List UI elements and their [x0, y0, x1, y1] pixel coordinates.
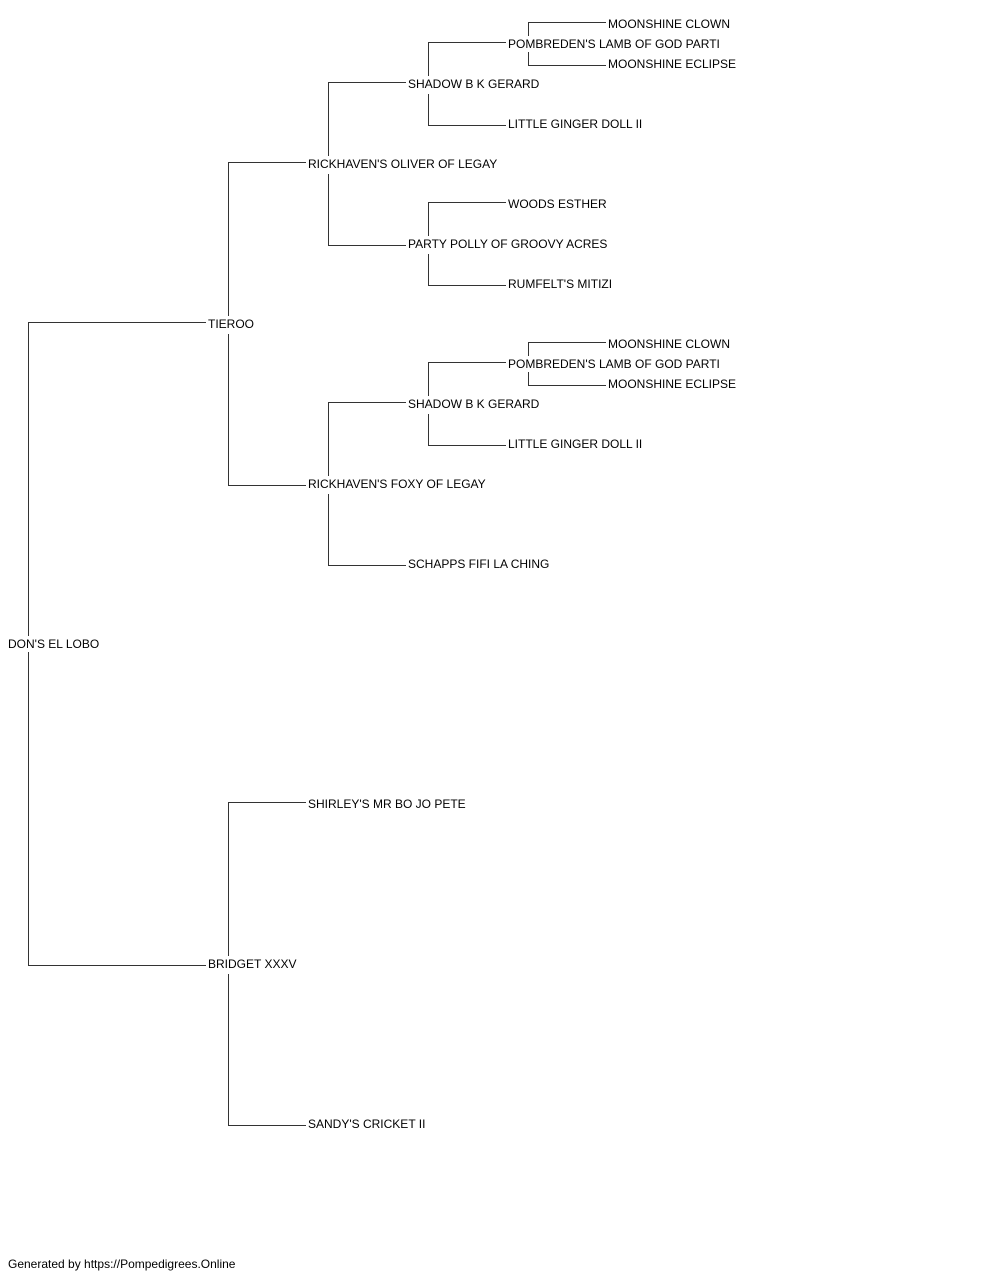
pedigree-sdsss: MOONSHINE CLOWN: [607, 337, 732, 351]
pedigree-sss: SHADOW B K GERARD: [407, 77, 541, 91]
pedigree-sdsd: LITTLE GINGER DOLL II: [507, 437, 644, 451]
pedigree-sssss: MOONSHINE CLOWN: [607, 17, 732, 31]
pedigree-sssd: LITTLE GINGER DOLL II: [507, 117, 644, 131]
connector-ssdd: [428, 254, 506, 286]
connector-sire-dam: [228, 334, 306, 486]
pedigree-sdss: POMBREDEN'S LAMB OF GOD PARTI: [507, 357, 721, 371]
pedigree-sdssd: MOONSHINE ECLIPSE: [607, 377, 738, 391]
pedigree-sire: TIEROO: [207, 317, 256, 331]
connector-sire-sire: [228, 162, 306, 316]
pedigree-dam-dam: SANDY'S CRICKET II: [307, 1117, 427, 1131]
pedigree-subject: DON'S EL LOBO: [7, 637, 101, 651]
connector-sdsss: [528, 342, 606, 356]
pedigree-sdd: SCHAPPS FIFI LA CHING: [407, 557, 551, 571]
pedigree-ssdd: RUMFELT'S MITIZI: [507, 277, 614, 291]
pedigree-sds: SHADOW B K GERARD: [407, 397, 541, 411]
pedigree-ssd: PARTY POLLY OF GROOVY ACRES: [407, 237, 609, 251]
connector-ssssd: [528, 52, 606, 66]
pedigree-sire-sire: RICKHAVEN'S OLIVER OF LEGAY: [307, 157, 499, 171]
connector-sssd: [428, 94, 506, 126]
connector-subject-sire: [28, 322, 206, 636]
connector-sdssd: [528, 372, 606, 386]
pedigree-dam: BRIDGET XXXV: [207, 957, 298, 971]
connector-ssss: [428, 42, 506, 76]
connector-sss: [328, 82, 406, 156]
generated-by-footer: Generated by https://Pompedigrees.Online: [8, 1257, 236, 1271]
connector-dam-sire: [228, 802, 306, 956]
connector-subject-dam: [28, 652, 206, 966]
pedigree-dam-sire: SHIRLEY'S MR BO JO PETE: [307, 797, 467, 811]
connector-dam-dam: [228, 974, 306, 1126]
pedigree-ssss: POMBREDEN'S LAMB OF GOD PARTI: [507, 37, 721, 51]
connector-sdsd: [428, 414, 506, 446]
connector-sds: [328, 402, 406, 476]
connector-ssd: [328, 174, 406, 246]
connector-sssss: [528, 22, 606, 36]
pedigree-ssssd: MOONSHINE ECLIPSE: [607, 57, 738, 71]
connector-ssds: [428, 202, 506, 236]
pedigree-sire-dam: RICKHAVEN'S FOXY OF LEGAY: [307, 477, 487, 491]
pedigree-ssds: WOODS ESTHER: [507, 197, 608, 211]
connector-sdss: [428, 362, 506, 396]
connector-sdd: [328, 494, 406, 566]
